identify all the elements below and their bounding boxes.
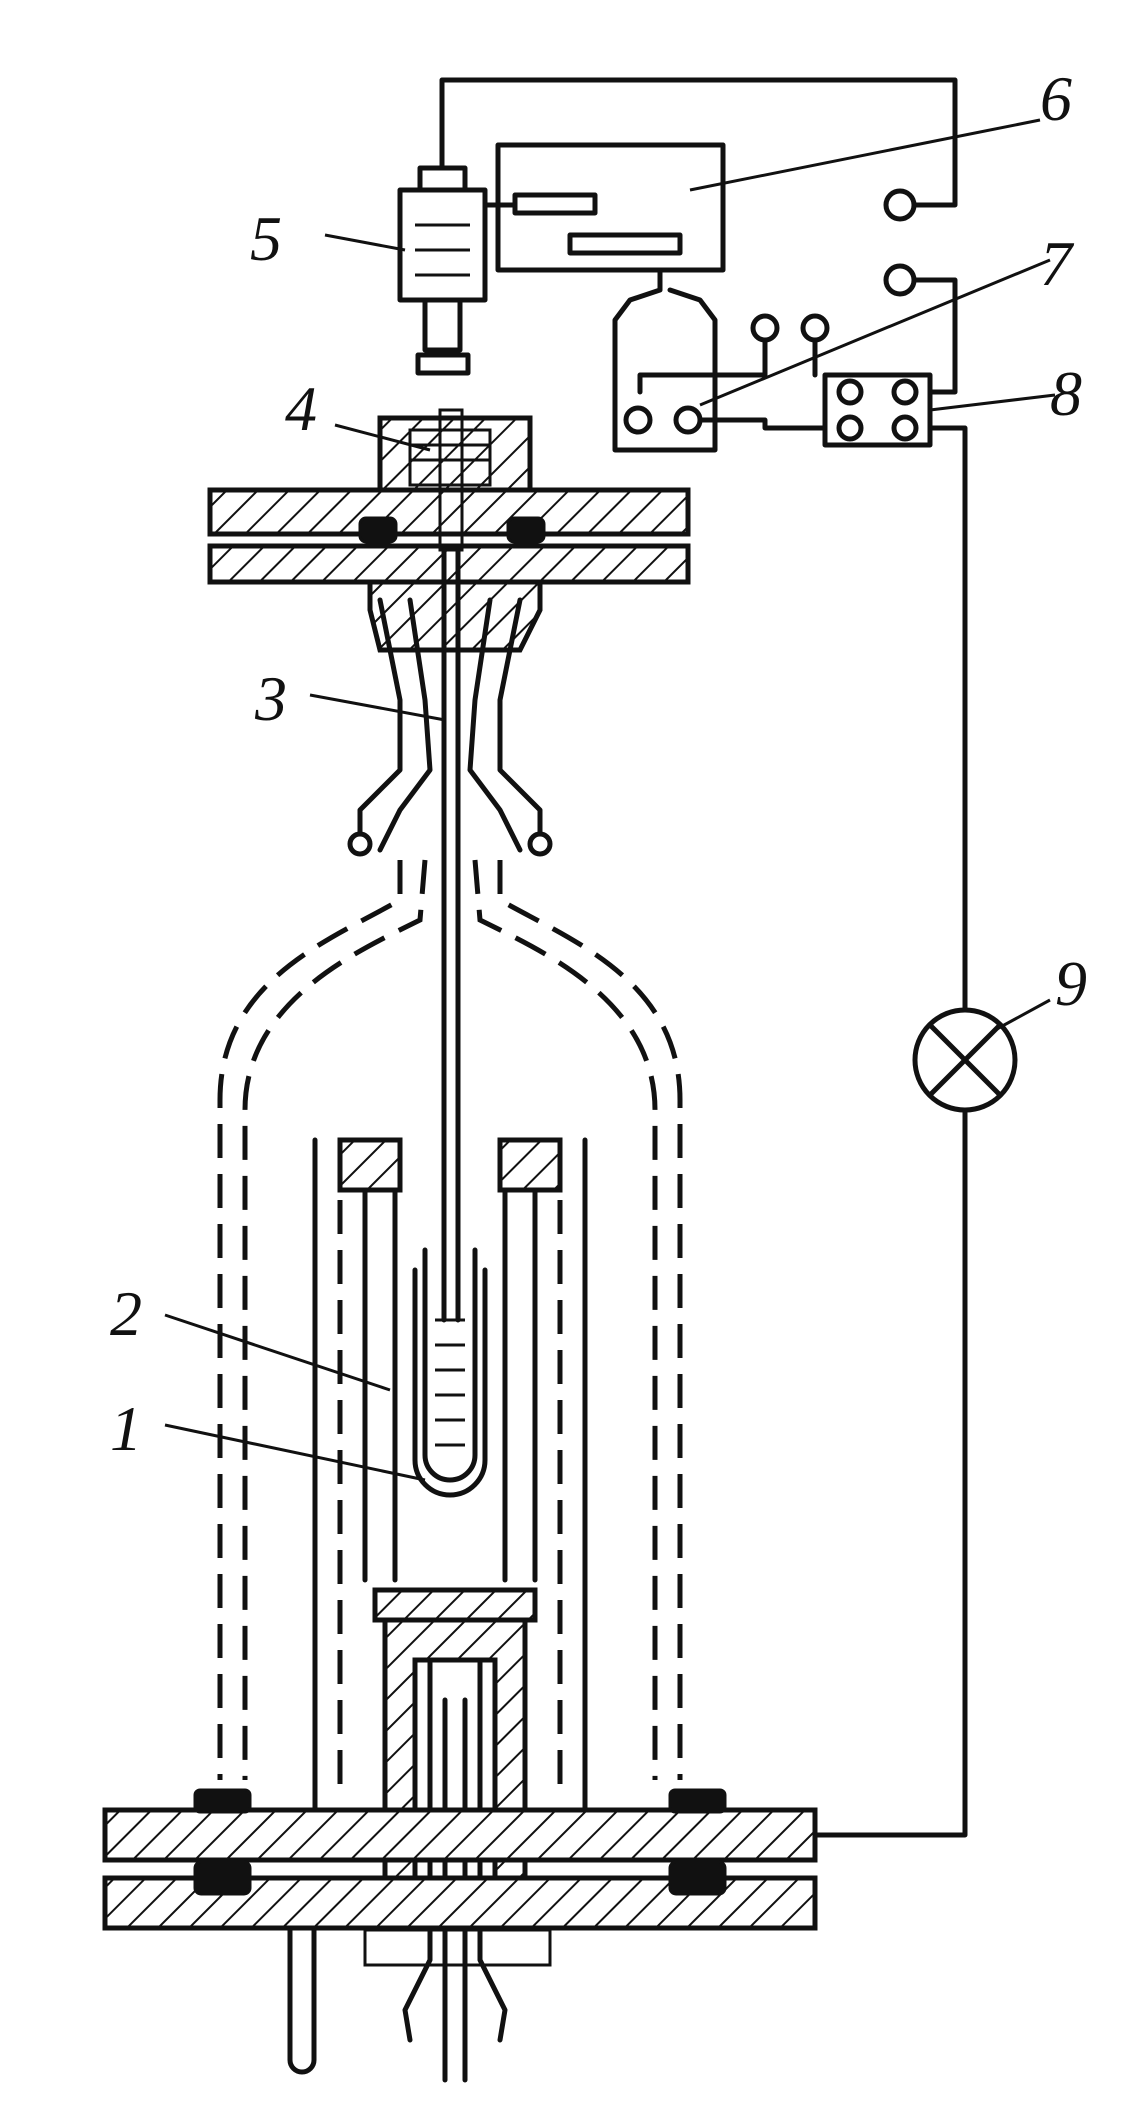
glass-neck <box>347 597 553 857</box>
indicator-lamp <box>912 1007 1018 1113</box>
callout-4: 4 <box>285 373 317 444</box>
callout-7: 7 <box>1040 228 1075 299</box>
leader-lines <box>164 118 1056 1482</box>
upper-flange <box>207 415 691 653</box>
inner-shield <box>312 1137 588 1823</box>
circuit-wiring <box>439 77 968 1838</box>
bell-jar <box>217 859 683 1780</box>
callout-9: 9 <box>1055 948 1087 1019</box>
sample-tube <box>412 1247 488 1498</box>
lower-flange <box>102 1788 818 2075</box>
manometer <box>397 165 488 376</box>
relay-unit <box>482 142 830 453</box>
callout-6: 6 <box>1040 63 1072 134</box>
callout-8: 8 <box>1050 358 1082 429</box>
central-rod <box>438 408 464 1323</box>
seal-nut <box>408 428 492 487</box>
terminal-block <box>822 372 933 448</box>
callout-3: 3 <box>254 663 287 734</box>
callout-5: 5 <box>250 203 282 274</box>
callout-2: 2 <box>110 1278 142 1349</box>
callout-labels: 1 2 3 4 5 6 7 8 9 <box>110 63 1087 1464</box>
callout-1: 1 <box>110 1393 142 1464</box>
